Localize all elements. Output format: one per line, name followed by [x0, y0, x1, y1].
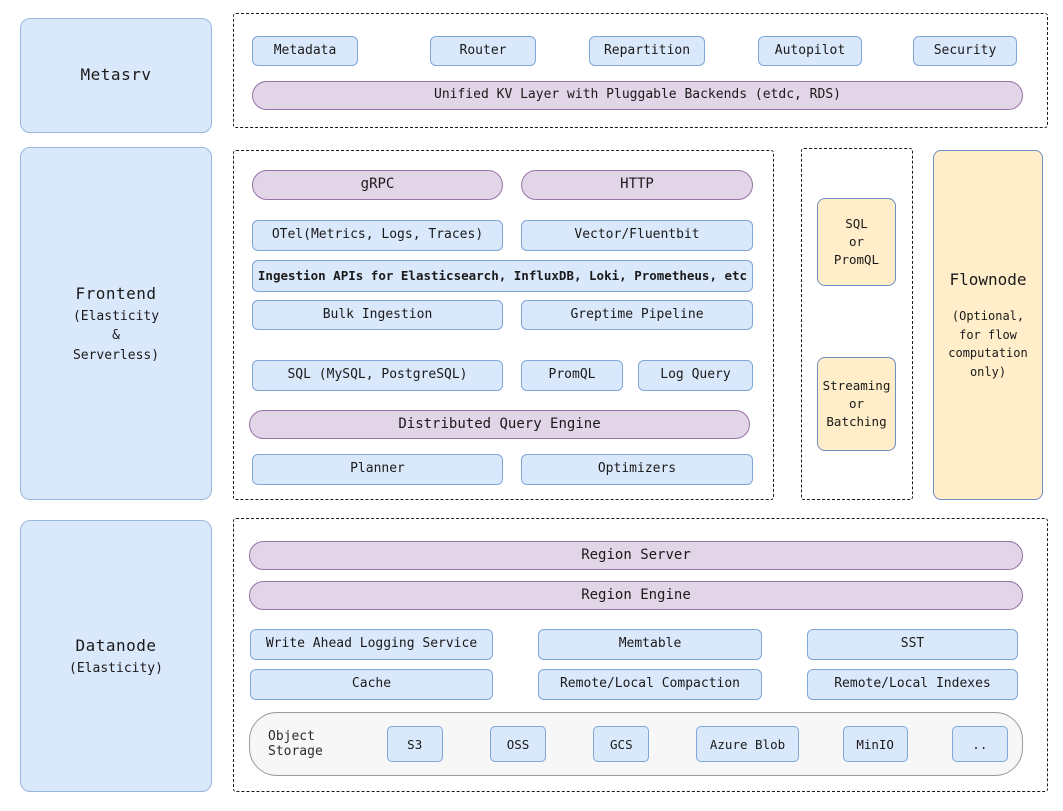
- flownode-subtitle-line-3: computation: [948, 346, 1028, 361]
- object-storage-provider-more[interactable]: ..: [951, 726, 1008, 762]
- frontend-query-log-query[interactable]: Log Query: [638, 360, 753, 391]
- frontend-ingestion-apis[interactable]: Ingestion APIs for Elasticsearch, Influx…: [252, 260, 753, 292]
- object-storage-container: Object Storage S3 OSS GCS Azure Blob Min…: [249, 712, 1023, 776]
- flow-language-line-1: SQL: [845, 215, 868, 231]
- object-storage-provider-gcs[interactable]: GCS: [593, 726, 650, 762]
- frontend-protocol-grpc[interactable]: gRPC: [252, 170, 503, 200]
- metasrv-component-repartition[interactable]: Repartition: [589, 36, 705, 66]
- metasrv-group-label: Metasrv: [20, 18, 212, 133]
- metasrv-component-security[interactable]: Security: [913, 36, 1017, 66]
- flownode-box[interactable]: Flownode (Optional, for flow computation…: [933, 150, 1043, 500]
- frontend-title: Frontend: [75, 283, 157, 303]
- metasrv-container: [233, 13, 1048, 128]
- frontend-query-promql[interactable]: PromQL: [521, 360, 623, 391]
- datanode-memtable[interactable]: Memtable: [538, 629, 762, 660]
- flownode-subtitle-line-4: only): [969, 364, 1007, 379]
- datanode-region-server[interactable]: Region Server: [249, 541, 1023, 570]
- object-storage-provider-minio[interactable]: MinIO: [842, 726, 908, 762]
- metasrv-title: Metasrv: [80, 65, 152, 85]
- flow-mode-line-2: or: [848, 395, 865, 411]
- frontend-ingest-otel[interactable]: OTel(Metrics, Logs, Traces): [252, 220, 503, 251]
- flow-language-line-3: PromQL: [833, 252, 880, 268]
- object-storage-provider-oss[interactable]: OSS: [489, 726, 547, 762]
- datanode-subtitle-line-1: (Elasticity): [69, 660, 163, 676]
- object-storage-provider-azure-blob[interactable]: Azure Blob: [696, 726, 799, 762]
- metasrv-kv-layer[interactable]: Unified KV Layer with Pluggable Backends…: [252, 81, 1023, 110]
- flow-mode-line-1: Streaming: [822, 377, 891, 393]
- frontend-subtitle-line-2: &: [112, 328, 120, 344]
- frontend-ingest-vector-fluentbit[interactable]: Vector/Fluentbit: [521, 220, 753, 251]
- frontend-planner[interactable]: Planner: [252, 454, 503, 485]
- frontend-bulk-ingestion[interactable]: Bulk Ingestion: [252, 300, 503, 330]
- object-storage-title: Object Storage: [268, 729, 323, 759]
- flow-mode-line-3: Batching: [826, 414, 887, 430]
- datanode-group-label: Datanode (Elasticity): [20, 520, 212, 792]
- datanode-region-engine[interactable]: Region Engine: [249, 581, 1023, 610]
- flow-language-line-2: or: [848, 233, 865, 249]
- frontend-optimizers[interactable]: Optimizers: [521, 454, 753, 485]
- frontend-subtitle-line-3: Serverless): [72, 347, 160, 363]
- frontend-subtitle-line-1: (Elasticity: [72, 308, 160, 324]
- object-storage-provider-s3[interactable]: S3: [386, 726, 443, 762]
- datanode-cache[interactable]: Cache: [250, 669, 493, 700]
- datanode-wal-service[interactable]: Write Ahead Logging Service: [250, 629, 493, 660]
- flow-mode-box[interactable]: Streaming or Batching: [817, 357, 896, 451]
- datanode-title: Datanode: [75, 635, 157, 655]
- flownode-subtitle-line-2: for flow: [959, 327, 1017, 342]
- flow-language-box[interactable]: SQL or PromQL: [817, 198, 896, 286]
- frontend-query-sql[interactable]: SQL (MySQL, PostgreSQL): [252, 360, 503, 391]
- frontend-protocol-http[interactable]: HTTP: [521, 170, 753, 200]
- frontend-greptime-pipeline[interactable]: Greptime Pipeline: [521, 300, 753, 330]
- frontend-distributed-query-engine[interactable]: Distributed Query Engine: [249, 410, 750, 439]
- flownode-subtitle-line-1: (Optional,: [951, 309, 1025, 323]
- metasrv-component-autopilot[interactable]: Autopilot: [758, 36, 862, 66]
- metasrv-component-metadata[interactable]: Metadata: [252, 36, 358, 66]
- datanode-remote-local-compaction[interactable]: Remote/Local Compaction: [538, 669, 762, 700]
- flownode-title: Flownode: [949, 269, 1027, 289]
- datanode-remote-local-indexes[interactable]: Remote/Local Indexes: [807, 669, 1018, 700]
- datanode-sst[interactable]: SST: [807, 629, 1018, 660]
- frontend-group-label: Frontend (Elasticity & Serverless): [20, 147, 212, 500]
- metasrv-component-router[interactable]: Router: [430, 36, 536, 66]
